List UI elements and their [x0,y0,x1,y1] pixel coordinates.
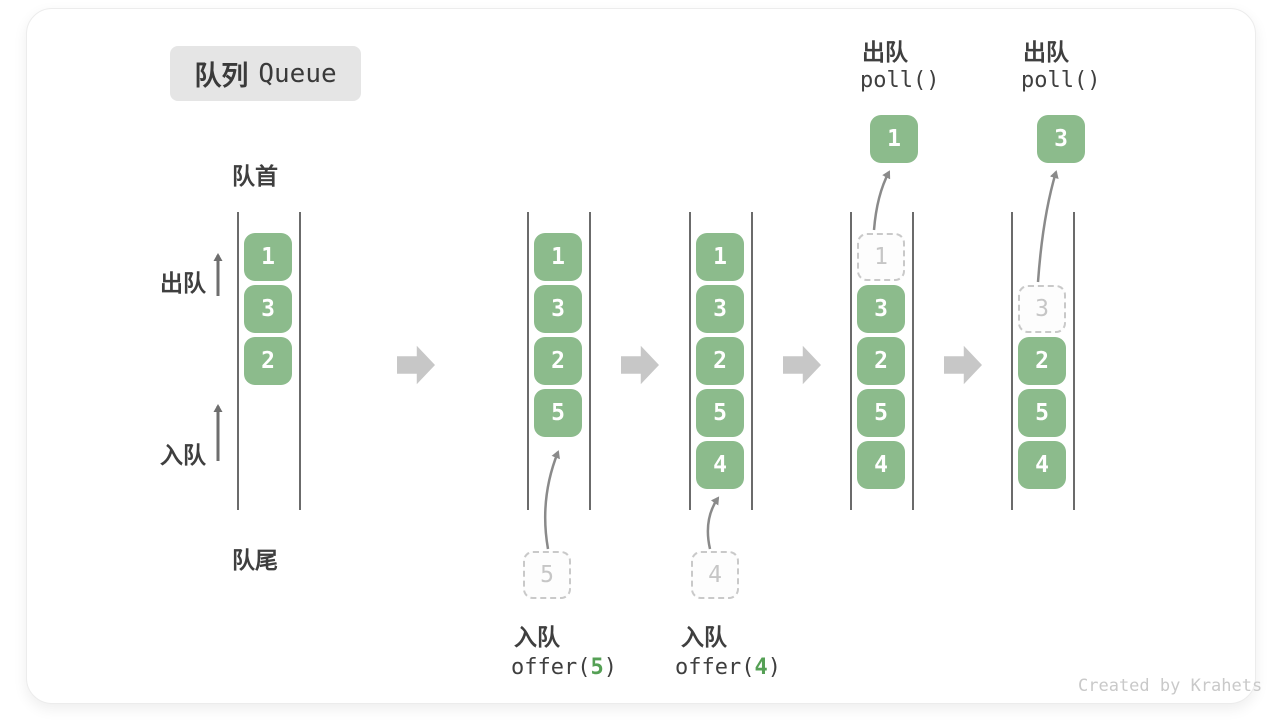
queue5-element: 4 [1018,441,1066,489]
queue5-element: 5 [1018,389,1066,437]
queue3-right-rail [751,212,753,510]
queue3-element: 5 [696,389,744,437]
offer1-code-post: ) [603,655,617,680]
queue3-left-rail [689,212,691,510]
queue4-element: 2 [857,337,905,385]
offer1-label-zh: 入队 [514,625,560,651]
queue4-element: 3 [857,285,905,333]
queue2-element: 1 [534,233,582,281]
queue5-removed-ghost: 3 [1018,285,1066,333]
offer2-code-post: ) [767,655,781,680]
label-queue-rear: 队尾 [232,548,278,574]
title-badge: 队列 Queue [170,46,361,101]
queue1-right-rail [299,212,301,510]
offer1-code-arg: 5 [590,655,604,680]
offer1-incoming-value: 5 [523,551,571,599]
queue1-left-rail [237,212,239,510]
queue2-left-rail [527,212,529,510]
poll1-label-code: poll() [860,68,940,93]
queue4-right-rail [912,212,914,510]
queue3-element: 4 [696,441,744,489]
title-en: Queue [258,58,337,89]
queue2-element: 2 [534,337,582,385]
queue4-element: 4 [857,441,905,489]
queue1-element: 3 [244,285,292,333]
queue4-left-rail [850,212,852,510]
offer1-code-pre: offer( [511,655,591,680]
offer2-incoming-value: 4 [691,551,739,599]
poll2-label-code: poll() [1021,68,1101,93]
queue1-element: 1 [244,233,292,281]
poll1-removed-value: 1 [870,115,918,163]
offer2-label-code: offer(4) [675,655,781,680]
queue3-element: 3 [696,285,744,333]
title-zh: 队列 [194,61,249,92]
poll2-label-zh: 出队 [1023,40,1069,66]
queue4-element: 5 [857,389,905,437]
watermark: Created by Krahets [1078,676,1263,696]
label-enqueue: 入队 [160,443,206,469]
poll1-label-zh: 出队 [862,40,908,66]
queue5-element: 2 [1018,337,1066,385]
queue5-right-rail [1073,212,1075,510]
label-dequeue: 出队 [160,271,206,297]
offer1-label-code: offer(5) [511,655,617,680]
queue5-left-rail [1011,212,1013,510]
queue2-right-rail [589,212,591,510]
queue1-element: 2 [244,337,292,385]
queue2-element: 3 [534,285,582,333]
queue2-element: 5 [534,389,582,437]
poll2-removed-value: 3 [1037,115,1085,163]
label-queue-front: 队首 [232,164,278,190]
offer2-label-zh: 入队 [681,625,727,651]
offer2-code-pre: offer( [675,655,755,680]
offer2-code-arg: 4 [754,655,768,680]
queue3-element: 1 [696,233,744,281]
queue3-element: 2 [696,337,744,385]
queue4-removed-ghost: 1 [857,233,905,281]
